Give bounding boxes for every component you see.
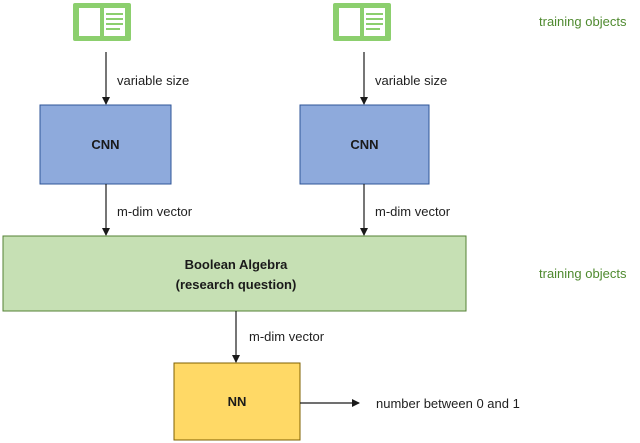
cnn-left-label: CNN [91, 137, 119, 152]
nn-box: NN [173, 362, 301, 441]
edge-label-left-output: m-dim vector [117, 204, 193, 219]
side-label-top: training objects [539, 14, 627, 29]
boolean-algebra-title: Boolean Algebra [185, 257, 289, 272]
cnn-right-label: CNN [350, 137, 378, 152]
boolean-algebra-box: Boolean Algebra (research question) [2, 235, 467, 312]
edge-label-nn-output: number between 0 and 1 [376, 396, 520, 411]
cnn-right-box: CNN [299, 104, 430, 185]
cnn-left-box: CNN [39, 104, 172, 185]
side-label-middle: training objects [539, 266, 627, 281]
nn-label: NN [228, 394, 247, 409]
edge-label-algebra-output: m-dim vector [249, 329, 325, 344]
edge-label-right-input: variable size [375, 73, 447, 88]
boolean-algebra-subtitle: (research question) [176, 277, 297, 292]
edge-label-right-output: m-dim vector [375, 204, 451, 219]
book-icon [73, 3, 131, 41]
edge-label-left-input: variable size [117, 73, 189, 88]
book-icon [333, 3, 391, 41]
